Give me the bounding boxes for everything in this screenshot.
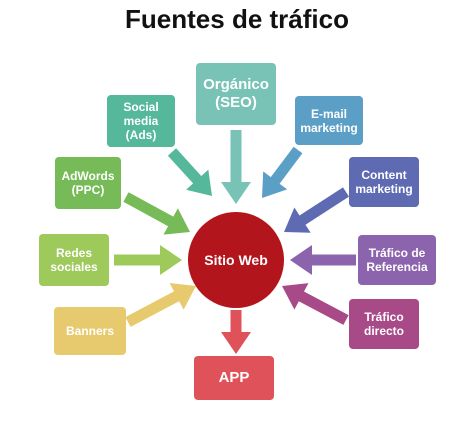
arrow-content xyxy=(284,187,349,233)
output-app: APP xyxy=(194,356,274,400)
arrow-redes xyxy=(114,245,182,275)
sitio-web-node: Sitio Web xyxy=(188,212,284,308)
source-social-media: Social media (Ads) xyxy=(107,95,175,147)
source-trafico-referencia: Tráfico de Referencia xyxy=(358,235,436,285)
arrow-app xyxy=(221,310,251,354)
source-adwords: AdWords (PPC) xyxy=(55,157,121,209)
arrow-trafico-dir xyxy=(282,283,349,325)
source-email-marketing: E-mail marketing xyxy=(295,96,363,145)
arrow-organico xyxy=(221,130,251,204)
source-trafico-directo: Tráfico directo xyxy=(349,299,419,349)
arrow-adwords xyxy=(123,192,190,235)
source-organico: Orgánico (SEO) xyxy=(196,63,276,125)
arrow-banners xyxy=(125,283,196,327)
source-redes-sociales: Redes sociales xyxy=(39,234,109,286)
arrow-social xyxy=(167,148,212,196)
arrow-email xyxy=(262,146,303,198)
diagram-title: Fuentes de tráfico xyxy=(125,4,349,34)
source-banners: Banners xyxy=(54,307,126,355)
arrow-trafico-ref xyxy=(290,245,356,275)
source-content-marketing: Content marketing xyxy=(349,157,419,207)
